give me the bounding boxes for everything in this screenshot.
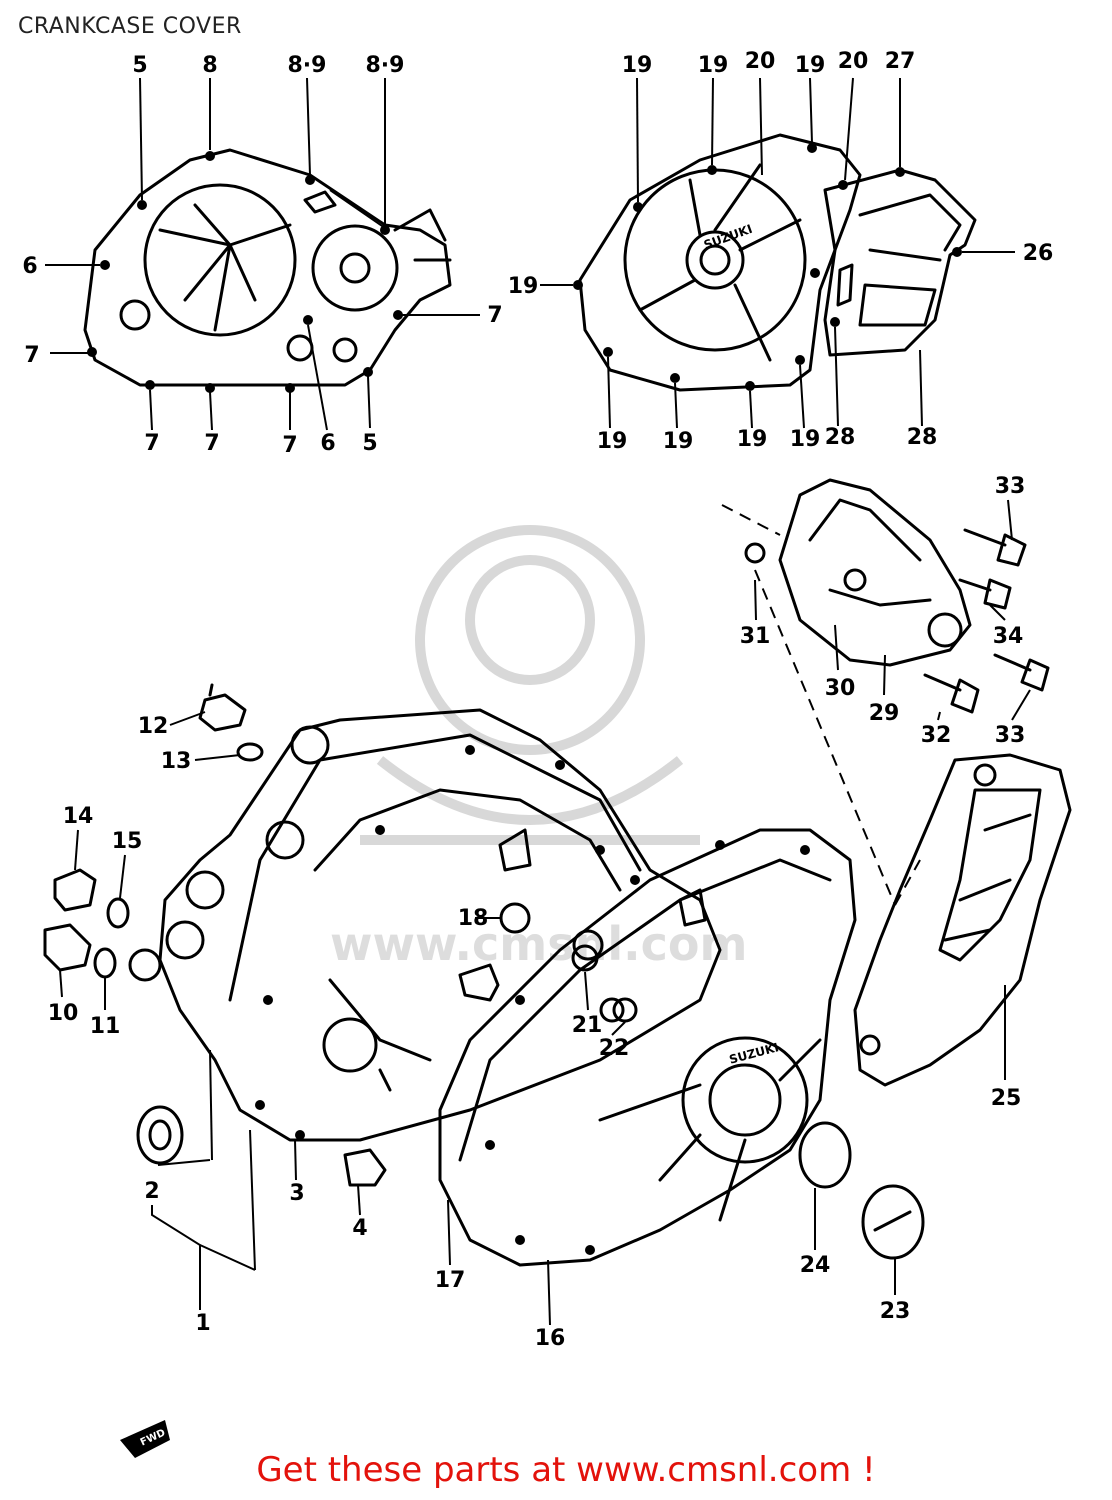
callout-10: 10: [48, 1001, 79, 1026]
callout-30: 30: [825, 676, 856, 701]
callout-33: 33: [995, 723, 1026, 748]
callout-7: 7: [144, 431, 159, 456]
callout-labels: 5 8 8·9 8·9 6 7 7 7 7 7 6 5 19 19 20 19 …: [22, 49, 1053, 1351]
callout-7: 7: [282, 433, 297, 458]
callout-33: 33: [995, 474, 1026, 499]
callout-16: 16: [535, 1326, 566, 1351]
callout-15: 15: [112, 829, 143, 854]
callout-19: 19: [663, 429, 694, 454]
outer-cover-top-right: SUZUKI: [573, 133, 977, 392]
callout-19: 19: [622, 53, 653, 78]
sprocket-cover-25: [853, 753, 1072, 1087]
crankcase-cover-main: [128, 708, 722, 1142]
callout-1: 1: [195, 1311, 210, 1336]
callout-6: 6: [320, 431, 335, 456]
leaders-bottom: [59, 499, 1031, 1326]
callout-19: 19: [698, 53, 729, 78]
small-parts-left: [43, 683, 925, 1260]
callout-19: 19: [790, 427, 821, 452]
callout-29: 29: [869, 701, 900, 726]
leaders-top-right: [540, 77, 1015, 429]
callout-5: 5: [132, 53, 147, 78]
callout-4: 4: [352, 1216, 367, 1241]
callout-27: 27: [885, 49, 916, 74]
forward-arrow-icon: FWD: [120, 1420, 170, 1458]
leaders-top-left: [45, 77, 480, 431]
logo-text-bottom: SUZUKI: [728, 1040, 781, 1067]
callout-20: 20: [745, 49, 776, 74]
inner-cover-top-left: [83, 148, 452, 393]
callout-25: 25: [991, 1086, 1022, 1111]
callout-19: 19: [795, 53, 826, 78]
callout-8-9: 8·9: [366, 53, 405, 78]
callout-26: 26: [1023, 241, 1054, 266]
callout-7: 7: [24, 343, 39, 368]
callout-2: 2: [144, 1179, 159, 1204]
callout-31: 31: [740, 624, 771, 649]
callout-6: 6: [22, 254, 37, 279]
callout-7: 7: [487, 303, 502, 328]
callout-24: 24: [800, 1253, 831, 1278]
callout-28: 28: [907, 425, 938, 450]
callout-14: 14: [63, 804, 94, 829]
outer-cover-16: SUZUKI: [438, 828, 857, 1267]
watermark-text: www.cmsnl.com: [330, 917, 747, 971]
callout-32: 32: [921, 723, 952, 748]
callout-7: 7: [204, 431, 219, 456]
callout-18: 18: [458, 906, 489, 931]
callout-28: 28: [825, 425, 856, 450]
small-cover-30: [744, 478, 972, 667]
callout-8-9: 8·9: [288, 53, 327, 78]
watermark-logo: www.cmsnl.com: [330, 525, 747, 971]
assembly-lines: [721, 504, 921, 906]
callout-8: 8: [202, 53, 217, 78]
callout-12: 12: [138, 714, 169, 739]
callout-23: 23: [880, 1299, 911, 1324]
bolts-32-33-34: [923, 528, 1050, 714]
callout-34: 34: [993, 624, 1024, 649]
callout-5: 5: [362, 431, 377, 456]
callout-19: 19: [737, 427, 768, 452]
parts-link-banner[interactable]: Get these parts at www.cmsnl.com !: [256, 1450, 876, 1490]
page-title: CRANKCASE COVER: [18, 14, 242, 39]
callout-3: 3: [289, 1181, 304, 1206]
callout-13: 13: [161, 749, 192, 774]
callout-11: 11: [90, 1014, 121, 1039]
callout-21: 21: [572, 1013, 603, 1038]
callout-17: 17: [435, 1268, 466, 1293]
callout-20: 20: [838, 49, 869, 74]
callout-19: 19: [508, 274, 539, 299]
callout-19: 19: [597, 429, 628, 454]
callout-22: 22: [599, 1036, 630, 1061]
